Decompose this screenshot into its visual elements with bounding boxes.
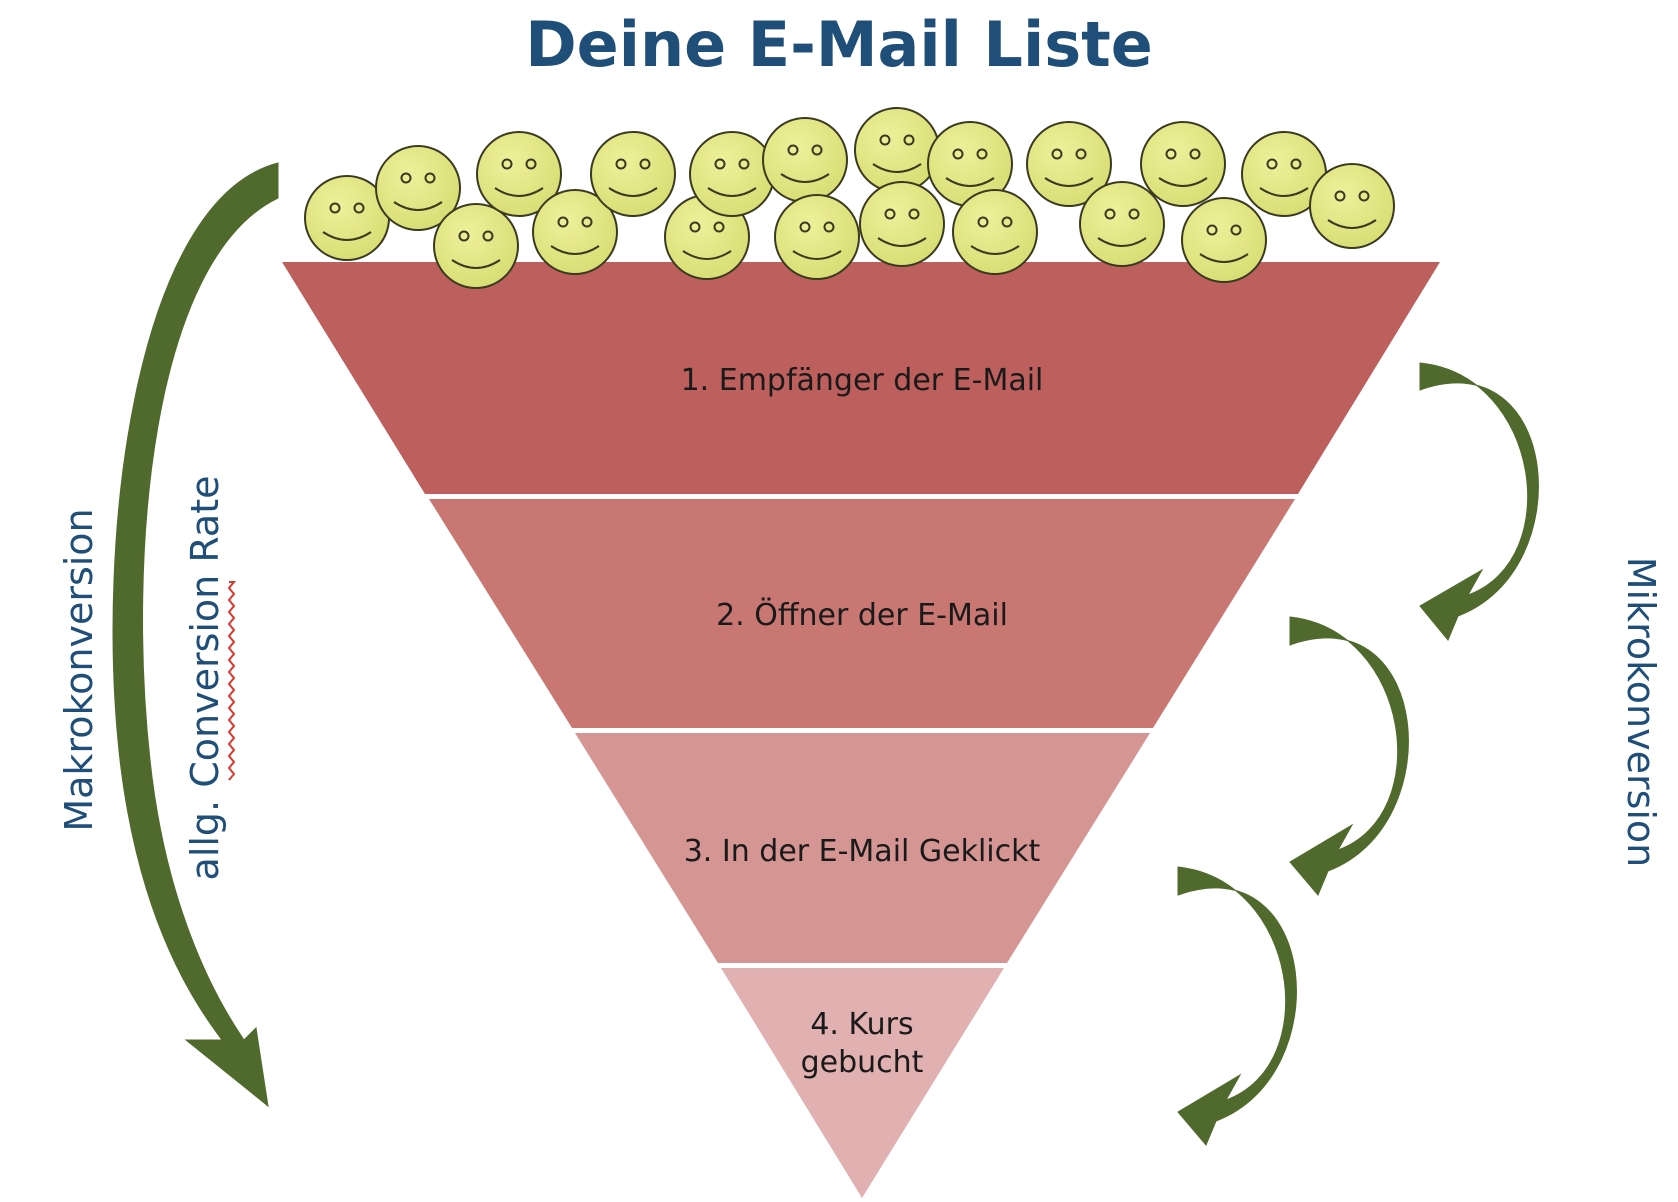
smiley-face [590,131,676,217]
smiley-face [854,107,940,193]
stage-label-4-line-1: 4. Kurs [810,1007,913,1042]
smiley-face [689,131,775,217]
smiley-crowd [304,107,1395,289]
funnel-stage-4 [721,968,1004,1198]
funnel-stage-2 [429,499,1295,728]
diagram-title: Deine E-Mail Liste [525,8,1153,81]
smiley-face [375,145,461,231]
smiley-face [1026,121,1112,207]
smiley-face [532,189,618,275]
funnel-stage-3 [575,733,1150,963]
smiley-face [859,181,945,267]
smiley-face [952,189,1038,275]
spellcheck-underline [227,581,237,781]
stage-label-3: 3. In der E-Mail Geklickt [684,834,1041,869]
macro-conversion-label: Makrokonversion [57,508,101,831]
micro-conversion-label: Mikrokonversion [1619,557,1663,868]
smiley-face [476,131,562,217]
stage-label-4-line-2: gebucht [801,1045,924,1080]
smiley-face [1181,197,1267,283]
macro-conversion-arrow [112,162,279,1108]
stage-label-1: 1. Empfänger der E-Mail [681,363,1044,398]
micro-conversion-arrow-2 [1289,616,1409,896]
smiley-face [927,121,1013,207]
smiley-face [762,117,848,203]
smiley-face [1241,131,1327,217]
smiley-face [433,203,519,289]
funnel-stage-1 [282,262,1440,494]
smiley-face [1140,121,1226,207]
smiley-face [1309,163,1395,249]
micro-conversion-arrow-3 [1177,866,1297,1146]
micro-conversion-arrow-1 [1419,362,1539,641]
stage-label-2: 2. Öffner der E-Mail [716,597,1008,633]
smiley-face [1079,181,1165,267]
smiley-face [774,194,860,280]
conversion-rate-label: allg. Conversion Rate [183,476,227,881]
